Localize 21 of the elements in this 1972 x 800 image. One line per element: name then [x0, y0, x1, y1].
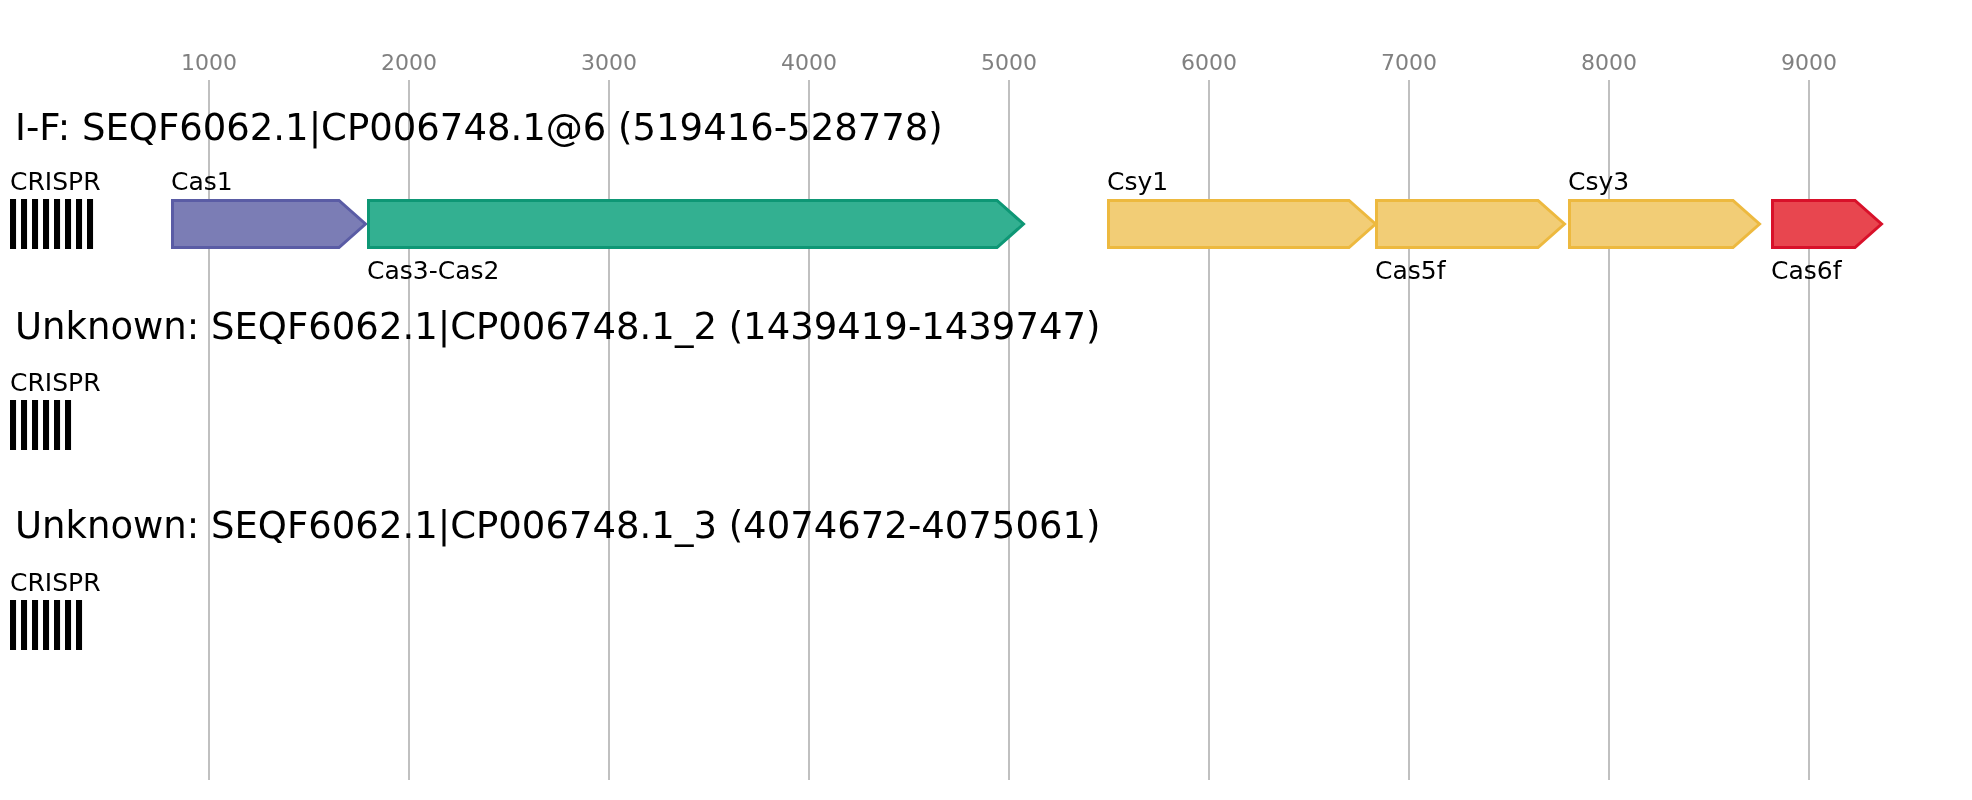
gene-label: Csy1 — [1107, 169, 1169, 194]
track-title: Unknown: SEQF6062.1|CP006748.1_2 (1439419-1439747) — [15, 305, 1101, 348]
track-title: I-F: SEQF6062.1|CP006748.1@6 (519416-528778) — [15, 106, 943, 149]
array-label: CRISPR — [10, 570, 101, 595]
tick-label: 8000 — [1581, 50, 1637, 75]
array-label: CRISPR — [10, 169, 101, 194]
tick-label: 6000 — [1181, 50, 1237, 75]
tick-label: 4000 — [781, 50, 837, 75]
gene-label: Cas3-Cas2 — [367, 258, 500, 283]
tick-label: 9000 — [1781, 50, 1837, 75]
tick-label: 5000 — [981, 50, 1037, 75]
gene-label: Cas1 — [171, 169, 233, 194]
gene-label: Cas5f — [1375, 258, 1446, 283]
track-title: Unknown: SEQF6062.1|CP006748.1_3 (4074672-4075061) — [15, 504, 1101, 547]
array-label: CRISPR — [10, 370, 101, 395]
tick-label: 2000 — [381, 50, 437, 75]
tick-label: 3000 — [581, 50, 637, 75]
tick-label: 7000 — [1381, 50, 1437, 75]
gene-label: Csy3 — [1568, 169, 1630, 194]
gene-label: Cas6f — [1771, 258, 1842, 283]
tick-label: 1000 — [181, 50, 237, 75]
